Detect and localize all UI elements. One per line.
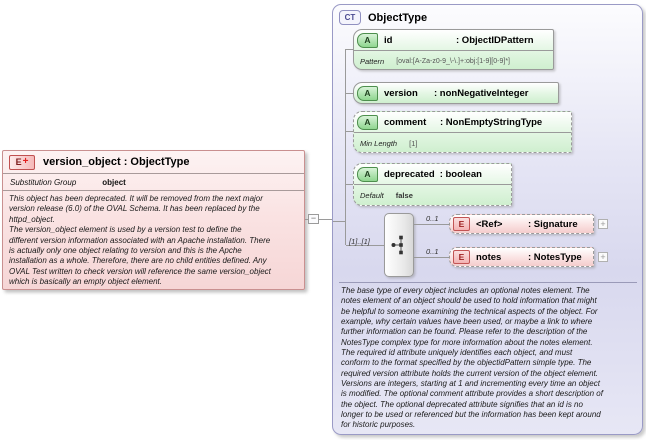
connector-line — [414, 224, 449, 225]
element-header: E+ version_object : ObjectType — [3, 151, 304, 173]
element-title: version_object : ObjectType — [43, 156, 190, 168]
element-box-ref[interactable]: E <Ref> : Signature — [449, 214, 594, 234]
facet-value: false — [395, 190, 413, 200]
element-type: : NotesType — [528, 251, 582, 263]
attribute-row: A deprecated : boolean — [354, 164, 511, 184]
connector-line — [414, 257, 449, 258]
facet-label: Min Length — [360, 138, 398, 148]
element-box-notes[interactable]: E notes : NotesType — [449, 247, 594, 267]
connector-line — [346, 49, 354, 50]
attribute-icon: A — [357, 85, 378, 101]
element-cardinality: 0..1 — [426, 247, 439, 256]
objecttype-panel[interactable]: CT ObjectType A id : ObjectIDPattern Pat… — [332, 4, 643, 435]
collapse-toggle[interactable]: − — [308, 214, 319, 224]
expand-toggle[interactable]: + — [598, 252, 608, 262]
element-name: <Ref> — [476, 218, 503, 230]
connector-line — [346, 245, 384, 246]
connector-line — [345, 49, 346, 245]
connector-line — [346, 93, 354, 94]
version-object-element-box[interactable]: E+ version_object : ObjectType Substitut… — [2, 150, 305, 290]
sequence-compositor[interactable] — [384, 213, 414, 277]
attribute-box-id[interactable]: A id : ObjectIDPattern Pattern [oval:[A-… — [353, 29, 554, 70]
complex-type-title: ObjectType — [368, 11, 428, 24]
attribute-type: : nonNegativeInteger — [434, 87, 529, 99]
facet-label: Pattern — [360, 56, 385, 66]
documentation-separator — [339, 282, 637, 283]
facet-row: Default false — [354, 184, 511, 203]
element-plus-icon: + — [22, 156, 29, 167]
attribute-name: id — [384, 34, 393, 46]
substitution-group-label: Substitution Group — [10, 177, 77, 187]
element-icon-letter: E — [15, 156, 22, 167]
attribute-icon: A — [357, 32, 378, 48]
sequence-icon — [391, 235, 403, 255]
element-name: notes — [476, 251, 502, 263]
attribute-row: A version : nonNegativeInteger — [354, 83, 558, 103]
substitution-group-value: object — [102, 177, 126, 187]
facet-row: Min Length [1] — [354, 132, 571, 151]
attribute-icon: A — [357, 166, 378, 182]
element-documentation: This object has been deprecated. It will… — [9, 194, 271, 287]
attribute-icon: A — [357, 114, 378, 130]
facet-value: [oval:[A-Za-z0-9_\-\.]+:obj:[1-9][0-9]*] — [396, 57, 510, 65]
facet-row: Pattern [oval:[A-Za-z0-9_\-\.]+:obj:[1-9… — [354, 50, 553, 69]
complex-type-header: CT ObjectType — [339, 10, 427, 25]
attribute-box-comment[interactable]: A comment : NonEmptyStringType Min Lengt… — [353, 111, 572, 153]
attribute-name: deprecated — [384, 168, 435, 180]
element-icon: E+ — [9, 154, 35, 170]
connector-line — [346, 184, 354, 185]
attribute-box-deprecated[interactable]: A deprecated : boolean Default false — [353, 163, 512, 206]
attribute-row: A id : ObjectIDPattern — [354, 30, 553, 50]
element-cardinality: 0..1 — [426, 214, 439, 223]
type-documentation: The base type of every object includes a… — [341, 286, 603, 430]
attribute-name: version — [384, 87, 418, 99]
element-type: : Signature — [528, 218, 578, 230]
complex-type-icon: CT — [339, 10, 361, 25]
attribute-row: A comment : NonEmptyStringType — [354, 112, 571, 132]
facet-value: [1] — [409, 138, 418, 148]
element-icon: E — [453, 250, 470, 264]
facet-label: Default — [360, 190, 384, 200]
connector-line — [346, 131, 354, 132]
attribute-name: comment — [384, 116, 427, 128]
sequence-cardinality: [1]..[1] — [349, 237, 370, 246]
attribute-box-version[interactable]: A version : nonNegativeInteger — [353, 82, 559, 104]
element-icon: E — [453, 217, 470, 231]
attribute-type: : boolean — [439, 168, 482, 180]
substitution-group-row: Substitution Group object — [3, 173, 304, 191]
attribute-type: : NonEmptyStringType — [440, 116, 543, 128]
connector-line — [333, 221, 345, 222]
attribute-type: : ObjectIDPattern — [456, 34, 534, 46]
expand-toggle[interactable]: + — [598, 219, 608, 229]
